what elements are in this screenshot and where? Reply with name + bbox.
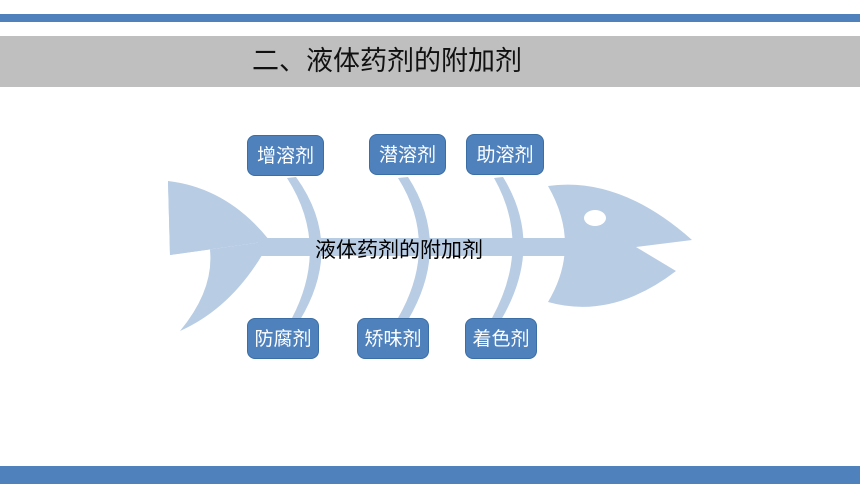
fish-spine — [258, 238, 565, 256]
fish-eye — [584, 210, 606, 226]
node-flavoring: 矫味剂 — [357, 318, 429, 359]
rib-2 — [398, 177, 430, 320]
title-band — [0, 36, 860, 87]
node-hydrotrope: 助溶剂 — [466, 134, 544, 175]
top-accent-bar — [0, 14, 860, 22]
bottom-accent-bar — [0, 466, 860, 484]
central-topic: 液体药剂的附加剂 — [315, 238, 483, 262]
rib-3 — [492, 177, 524, 320]
node-cosolvent: 潜溶剂 — [369, 134, 446, 175]
fish-head — [548, 184, 692, 307]
node-colorant: 着色剂 — [465, 318, 537, 359]
rib-1 — [287, 177, 322, 320]
node-solubilizer: 增溶剂 — [247, 135, 324, 176]
node-preservative: 防腐剂 — [247, 318, 319, 359]
fish-tail-lower — [168, 181, 270, 331]
slide-title: 二、液体药剂的附加剂 — [252, 46, 522, 77]
